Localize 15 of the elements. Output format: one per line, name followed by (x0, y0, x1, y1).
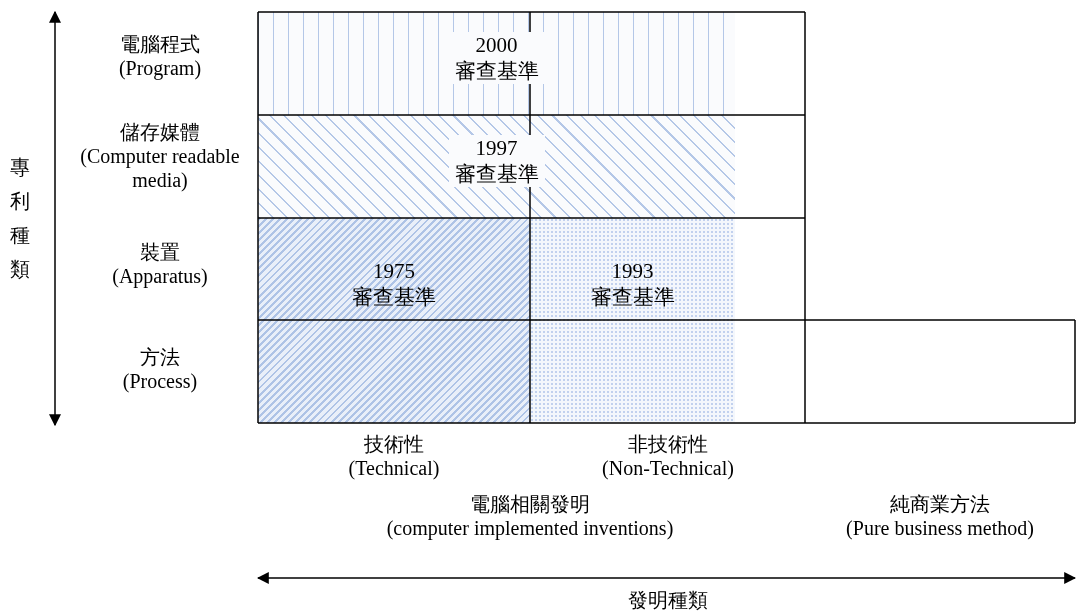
region-label: 1997 審查基準 (448, 135, 545, 187)
column-label: 純商業方法 (Pure business method) (846, 492, 1034, 540)
shaded-region (530, 218, 735, 423)
row-label: 方法 (Process) (122, 345, 198, 393)
shaded-region (258, 218, 530, 423)
row-label: 裝置 (Apparatus) (112, 240, 208, 288)
column-label: 電腦相關發明 (computer implemented inventions) (386, 492, 674, 540)
axis-title: 發明種類 (628, 588, 708, 612)
shaded-region (258, 12, 735, 115)
axis-title: 專利種類 (10, 155, 30, 282)
region-label: 1975 審查基準 (352, 258, 436, 310)
region-label: 1993 審查基準 (590, 258, 675, 310)
row-label: 電腦程式 (Program) (118, 32, 202, 80)
row-label: 儲存媒體 (Computer readable media) (79, 120, 241, 192)
shaded-region (258, 115, 735, 218)
